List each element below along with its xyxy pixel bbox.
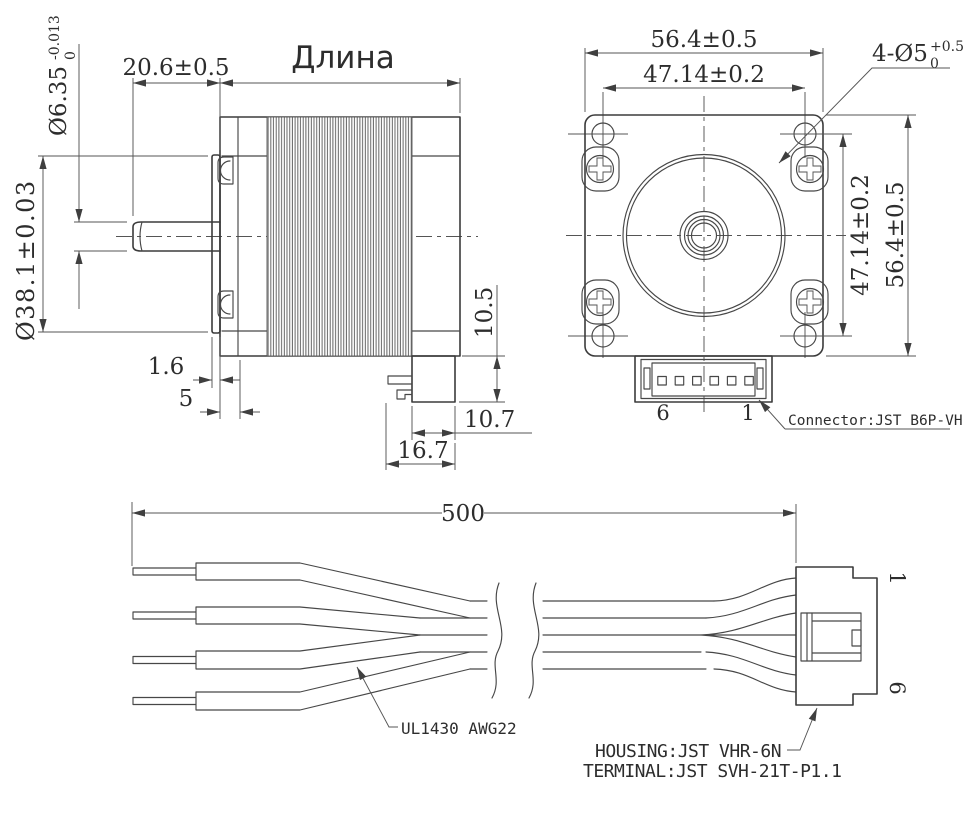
holes-note-tol-lower: 0 (930, 56, 939, 72)
dim-text-length: Длина (291, 40, 394, 76)
dim-body-height: 56.4±0.5 (826, 114, 916, 357)
wires (132, 562, 797, 711)
dim-text-shaft-dia-tol-lower: -0.013 (47, 15, 63, 60)
dim-text-body-height: 56.4±0.5 (883, 181, 909, 288)
dim-text-connector-total-width: 16.7 (397, 438, 448, 464)
shaft-hub-rings (679, 210, 729, 261)
housing-terminal-callout: HOUSING:JST VHR-6N TERMINAL:JST SVH-21T-… (583, 707, 842, 782)
motor-face (581, 114, 829, 357)
wire-bundle (419, 600, 715, 670)
dim-text-body-width: 56.4±0.5 (650, 27, 757, 53)
dim-boss-length: 5 (179, 360, 260, 419)
lamination-hatch (266, 116, 413, 357)
dim-plate-thickness: 1.6 (148, 337, 240, 419)
dim-body-width: 56.4±0.5 (584, 27, 824, 112)
dim-text-shaft-protrusion: 20.6±0.5 (122, 55, 229, 81)
pilot-flange (211, 154, 234, 334)
dim-text-hole-spacing-v: 47.14±0.2 (848, 174, 874, 296)
dim-hole-spacing-horizontal: 47.14±0.2 (603, 62, 805, 92)
pin-number-6: 6 (656, 401, 669, 425)
dim-text-shaft-diameter: Ø6.35 (46, 66, 72, 136)
front-view: 6 1 Connector:JST B6P-VH 56.4±0.5 47.14±… (566, 27, 964, 430)
break-symbol (491, 582, 540, 699)
dim-connector-height: 10.5 (459, 285, 505, 403)
pin-number-1: 1 (741, 401, 754, 425)
shaft (132, 221, 221, 252)
dim-connector-width: 10.7 (411, 406, 532, 440)
housing-pin-6: 6 (885, 681, 909, 694)
housing-latch (800, 612, 862, 662)
housing-note: HOUSING:JST VHR-6N (595, 741, 781, 762)
wire-fanout (700, 577, 797, 693)
dim-text-pilot-diameter: Ø38.1±0.03 (12, 179, 40, 341)
dim-text-cable-length: 500 (441, 501, 485, 527)
wire-spec: UL1430 AWG22 (401, 719, 517, 738)
side-connector-block (387, 355, 456, 403)
cable-housing: 1 6 (795, 566, 909, 706)
cable-drawing: 500 1 (131, 501, 909, 782)
mounting-holes-callout: 4-Ø5 +0.5 0 (778, 39, 964, 164)
front-connector: 6 1 Connector:JST B6P-VH (634, 355, 963, 430)
dim-text-shaft-dia-tol-upper: 0 (63, 51, 79, 60)
connector-note: Connector:JST B6P-VH (788, 413, 963, 429)
side-view: 20.6±0.5 Длина Ø6.35 0 -0.013 Ø38.1±0.03 (12, 15, 532, 470)
dim-text-hole-spacing-h: 47.14±0.2 (643, 62, 765, 88)
holes-note: 4-Ø5 (872, 41, 928, 67)
dim-motor-length: Длина (220, 40, 461, 113)
dim-shaft-diameter: Ø6.35 0 -0.013 (46, 15, 127, 309)
dim-text-plate-thickness: 1.6 (148, 354, 185, 380)
dim-hole-spacing-vertical: 47.14±0.2 (780, 133, 874, 337)
motor-body-side (219, 116, 461, 357)
housing-pin-1: 1 (885, 571, 909, 584)
screw-head-bottom (217, 290, 234, 319)
dim-connector-total-width: 16.7 (385, 403, 456, 470)
dim-pilot-diameter: Ø38.1±0.03 (12, 155, 208, 341)
terminal-note: TERMINAL:JST SVH-21T-P1.1 (583, 761, 841, 782)
dim-text-connector-width: 10.7 (464, 407, 515, 433)
screw-head-top (217, 156, 234, 185)
dim-text-connector-height: 10.5 (472, 287, 498, 338)
dim-shaft-protrusion: 20.6±0.5 (122, 55, 230, 216)
holes-note-tol-upper: +0.5 (930, 39, 964, 55)
connector-tab-top (387, 375, 413, 385)
assembly-screws (581, 146, 829, 325)
connector-tab-bottom (396, 389, 413, 400)
wire-spec-callout: UL1430 AWG22 (356, 666, 517, 738)
dim-text-boss-length: 5 (179, 386, 194, 412)
dim-cable-length: 500 (131, 501, 797, 566)
connector-callout: Connector:JST B6P-VH (758, 399, 963, 430)
connector-pins (657, 375, 754, 386)
